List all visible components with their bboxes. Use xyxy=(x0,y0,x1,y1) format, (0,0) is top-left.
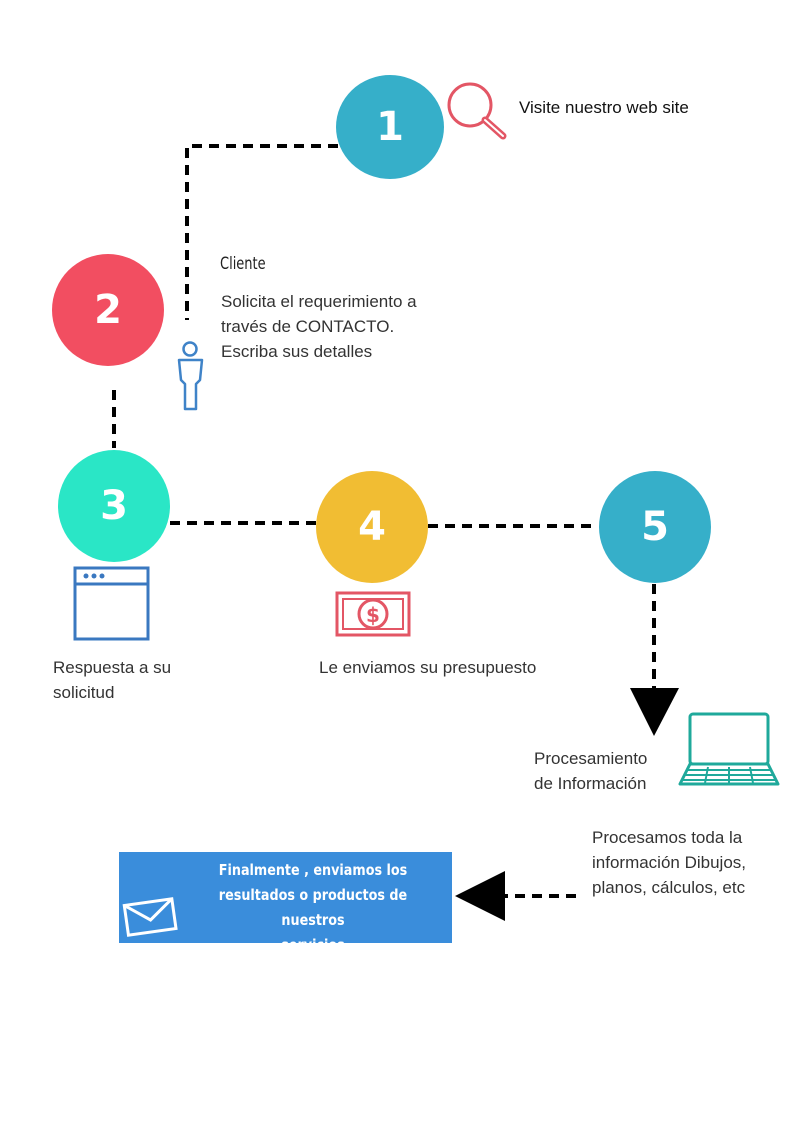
final-line-1: Finalmente , enviamos los xyxy=(218,861,408,879)
final-line-2: resultados o productos de nuestros xyxy=(218,886,408,929)
step-1-circle: 1 xyxy=(336,75,444,179)
step-5-number: 5 xyxy=(641,504,669,550)
procesamiento-line-1: Procesamiento xyxy=(534,749,648,768)
respuesta-line-1: Respuesta a su xyxy=(53,658,172,677)
step-1-number: 1 xyxy=(376,104,404,150)
procesamos-line-2: información Dibujos, xyxy=(592,853,747,872)
step-4-number: 4 xyxy=(358,504,386,550)
procesamos-label: Procesamos toda la información Dibujos, … xyxy=(592,825,746,900)
presupuesto-label: Le enviamos su presupuesto xyxy=(319,658,537,677)
cliente-title: Cliente xyxy=(220,254,266,274)
cliente-line-2: través de CONTACTO. xyxy=(221,317,395,336)
cliente-line-1: Solicita el requerimiento a xyxy=(221,292,417,311)
cliente-description: Solicita el requerimiento a través de CO… xyxy=(221,289,417,364)
step-3-number: 3 xyxy=(100,483,128,529)
person-icon xyxy=(177,341,204,411)
step-2-circle: 2 xyxy=(52,254,164,366)
search-icon xyxy=(447,82,507,140)
envelope-icon xyxy=(122,897,178,937)
dollar-bill-icon: $ xyxy=(335,591,411,637)
procesamos-line-1: Procesamos toda la xyxy=(592,828,743,847)
laptop-icon xyxy=(678,712,780,786)
procesamos-line-3: planos, cálculos, etc xyxy=(592,878,746,897)
final-line-3: servicios xyxy=(281,936,345,954)
browser-window-icon xyxy=(73,566,150,641)
step-5-circle: 5 xyxy=(599,471,711,583)
procesamiento-label: Procesamiento de Información xyxy=(534,746,647,796)
step-2-number: 2 xyxy=(94,287,122,333)
svg-text:$: $ xyxy=(366,603,380,627)
arrow-down xyxy=(630,688,679,736)
step-3-circle: 3 xyxy=(58,450,170,562)
procesamiento-line-2: de Información xyxy=(534,774,647,793)
respuesta-line-2: solicitud xyxy=(53,683,115,702)
cliente-line-3: Escriba sus detalles xyxy=(221,342,373,361)
arrow-left xyxy=(455,871,505,921)
respuesta-label: Respuesta a su solicitud xyxy=(53,655,171,705)
visit-website-label: Visite nuestro web site xyxy=(519,98,689,117)
final-results-box: Finalmente , enviamos los resultados o p… xyxy=(119,852,452,954)
step-4-circle: 4 xyxy=(316,471,428,583)
final-results-text: Finalmente , enviamos los resultados o p… xyxy=(195,858,431,958)
